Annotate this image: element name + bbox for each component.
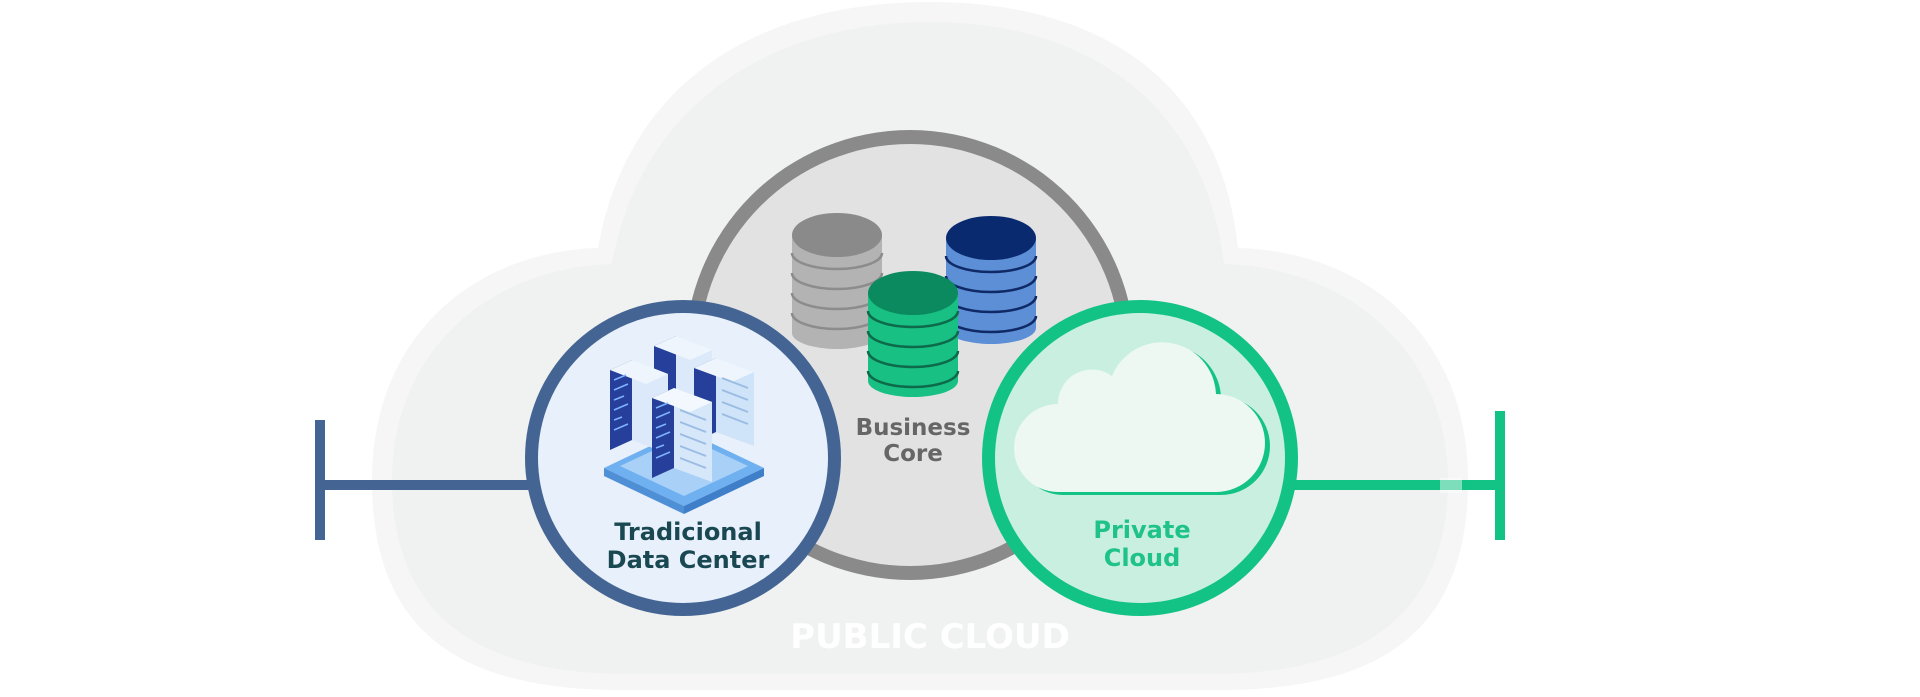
private-cloud-label-line1: Private bbox=[1093, 516, 1191, 544]
public-cloud-label: PUBLIC CLOUD bbox=[790, 617, 1070, 657]
private-cloud-connector bbox=[1290, 411, 1505, 540]
data-center-label-line1: Tradicional bbox=[614, 518, 762, 546]
private-cloud-label: Private Cloud bbox=[1072, 516, 1212, 572]
private-cloud-label-line2: Cloud bbox=[1103, 543, 1181, 572]
business-core-label: Business Core bbox=[843, 415, 983, 468]
business-core-label-line2: Core bbox=[883, 441, 943, 468]
business-core-label-line1: Business bbox=[855, 415, 971, 441]
server-cluster-icon bbox=[604, 336, 764, 514]
data-center-label-line2: Data Center bbox=[606, 545, 770, 574]
data-center-label: Tradicional Data Center bbox=[588, 518, 788, 574]
data-center-connector bbox=[315, 420, 540, 540]
database-gray-icon bbox=[790, 213, 884, 349]
database-green-icon bbox=[866, 271, 960, 397]
database-blue-icon bbox=[944, 216, 1038, 344]
cloud-icon bbox=[1014, 342, 1270, 495]
